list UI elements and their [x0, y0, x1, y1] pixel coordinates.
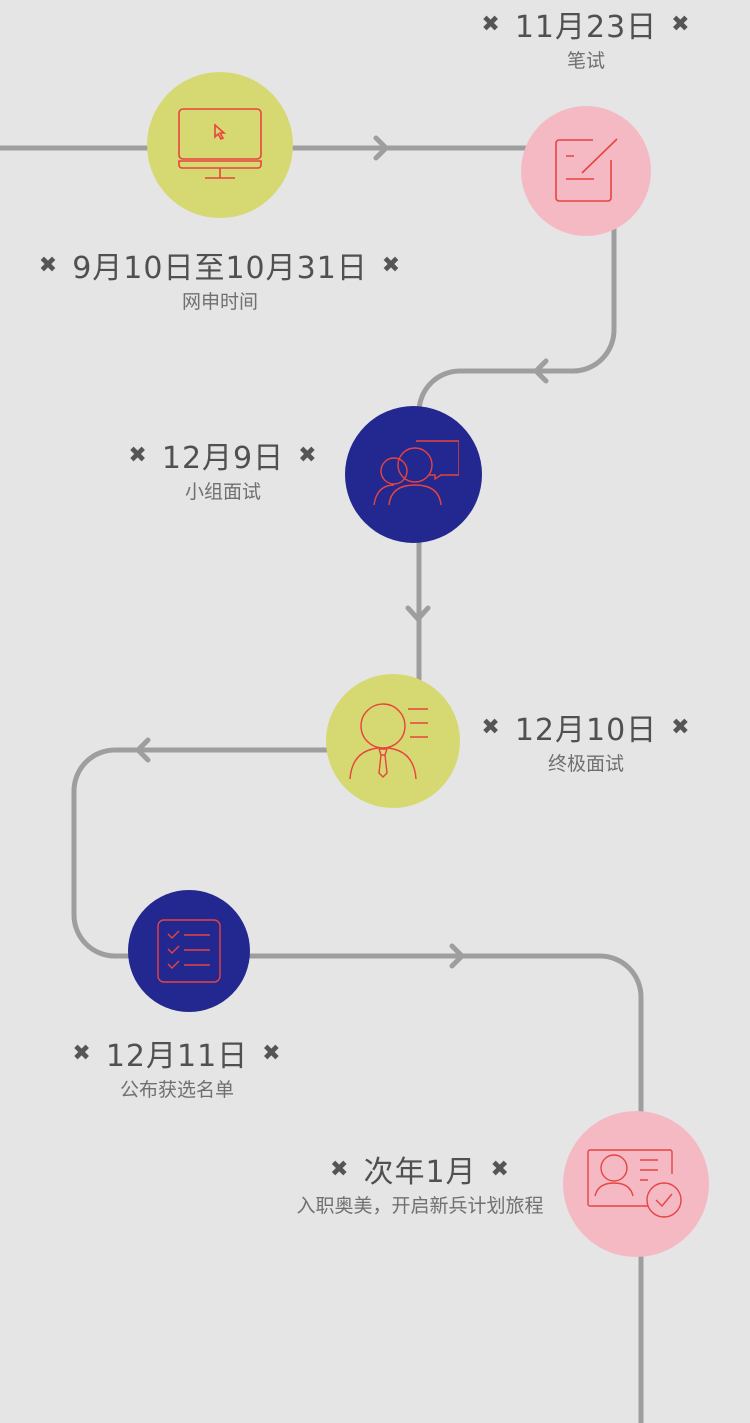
cross-icon: ✖	[490, 1156, 510, 1182]
arrow-right-icon	[449, 943, 466, 969]
step-label-group-interview: ✖ 12月9日 ✖ 小组面试	[128, 437, 317, 504]
step-title: 公布获选名单	[119, 1079, 235, 1101]
cross-icon: ✖	[671, 714, 691, 740]
group-chat-icon	[372, 440, 459, 506]
step-date: 12月10日	[514, 713, 658, 748]
step-label-onboarding: ✖ 次年1月 ✖ 入职奥美，开启新兵计划旅程	[296, 1151, 543, 1218]
step-title: 小组面试	[184, 481, 262, 503]
step-title: 网申时间	[181, 291, 259, 313]
arrow-left-icon	[134, 737, 151, 763]
cross-icon: ✖	[72, 1040, 92, 1066]
cross-icon: ✖	[481, 714, 501, 740]
step-label-written-test: ✖ 11月23日 ✖ 笔试	[481, 6, 690, 73]
arrow-left-icon	[532, 358, 549, 384]
step-title: 入职奥美，开启新兵计划旅程	[296, 1195, 544, 1217]
monitor-icon	[178, 108, 262, 179]
cross-icon: ✖	[262, 1040, 282, 1066]
step-label-online-application: ✖ 9月10日至10月31日 ✖ 网申时间	[39, 247, 401, 314]
cross-icon: ✖	[128, 442, 148, 468]
cross-icon: ✖	[38, 252, 59, 278]
step-node-online-application	[147, 72, 293, 218]
step-date: 12月9日	[161, 441, 285, 476]
cross-icon: ✖	[381, 252, 402, 278]
id-card-check-icon	[587, 1149, 682, 1218]
step-date: 9月10日至10月31日	[72, 251, 368, 286]
step-node-final-interview	[326, 674, 460, 808]
edit-icon	[555, 138, 618, 202]
step-node-shortlist	[128, 890, 250, 1012]
interviewer-icon	[349, 703, 428, 780]
cross-icon: ✖	[671, 11, 691, 37]
step-label-shortlist: ✖ 12月11日 ✖ 公布获选名单	[72, 1035, 281, 1102]
cross-icon: ✖	[481, 11, 501, 37]
step-node-group-interview	[345, 406, 482, 543]
step-date: 11月23日	[514, 10, 658, 45]
step-date: 12月11日	[105, 1039, 249, 1074]
step-date: 次年1月	[363, 1155, 477, 1190]
step-node-written-test	[521, 106, 651, 236]
cross-icon: ✖	[330, 1156, 350, 1182]
step-node-onboarding	[563, 1111, 709, 1257]
step-title: 笔试	[566, 50, 606, 72]
arrow-down-icon	[405, 605, 431, 623]
checklist-icon	[157, 919, 221, 983]
arrow-right-icon	[373, 135, 390, 161]
step-title: 终极面试	[547, 753, 625, 775]
step-label-final-interview: ✖ 12月10日 ✖ 终极面试	[481, 709, 690, 776]
cross-icon: ✖	[298, 442, 318, 468]
